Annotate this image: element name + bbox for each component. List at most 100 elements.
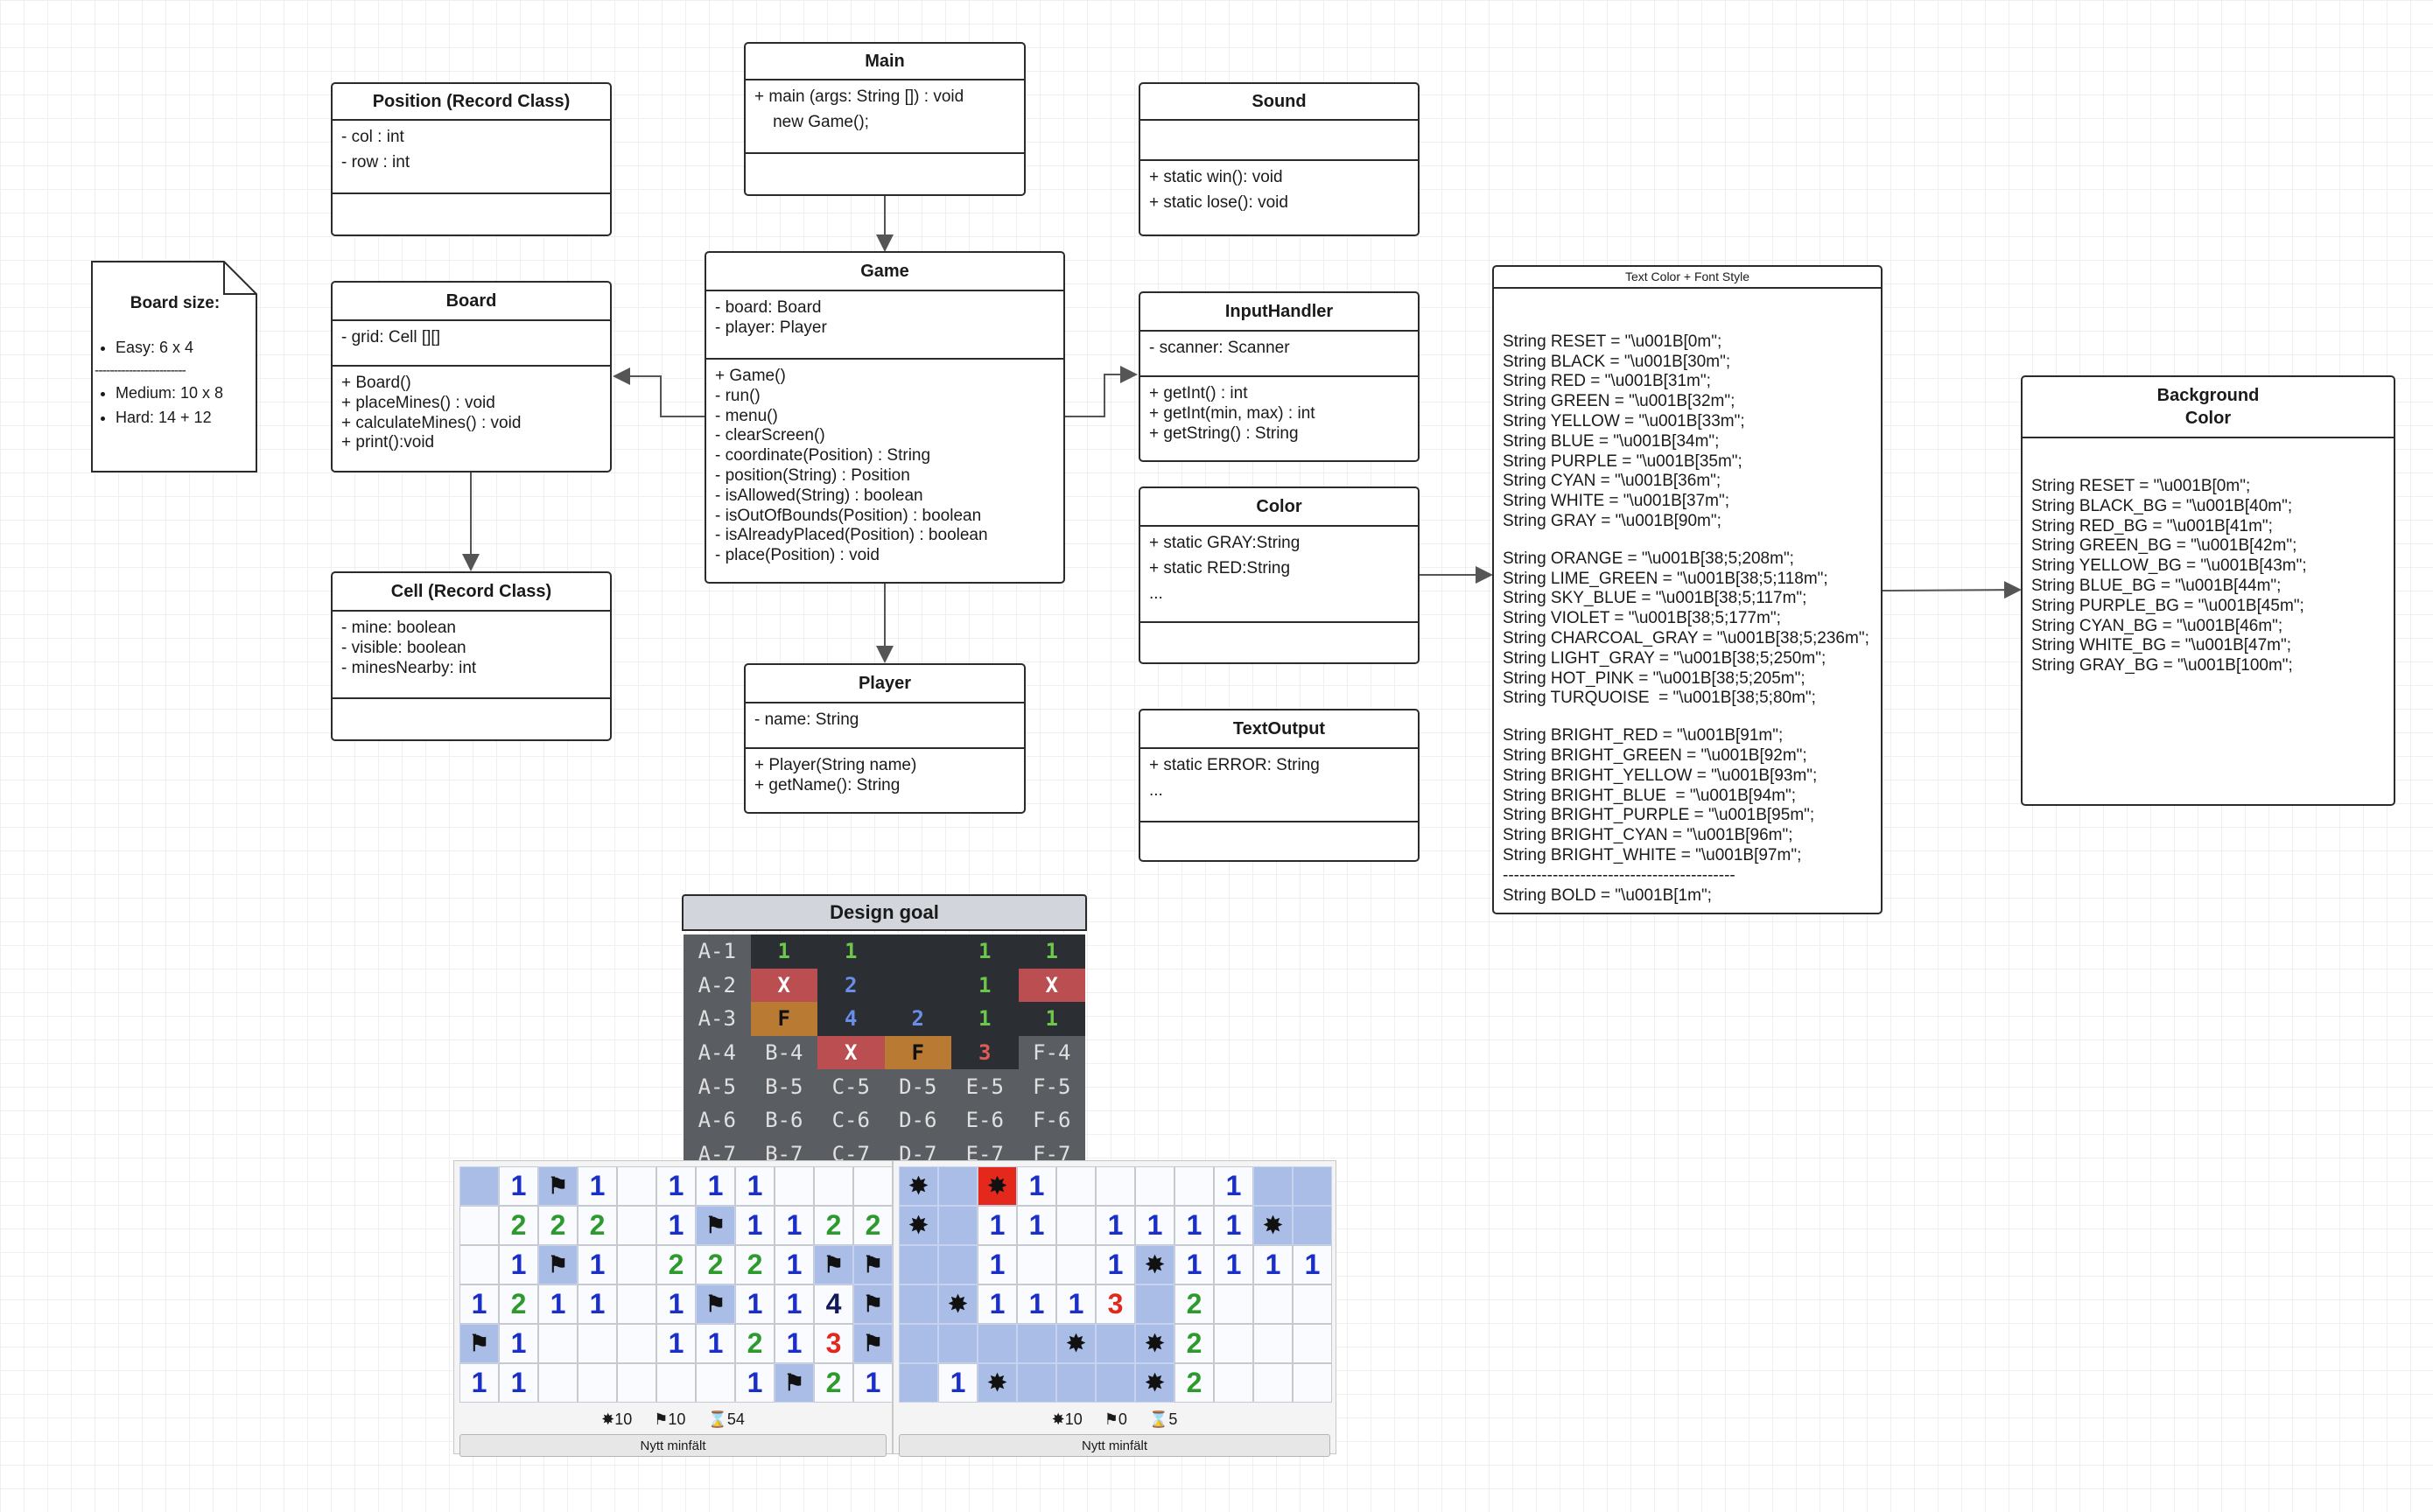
empty-cell[interactable]: [1135, 1166, 1174, 1206]
exploded-mine-icon[interactable]: ✸: [978, 1166, 1017, 1206]
number-cell[interactable]: 1: [459, 1363, 499, 1403]
empty-cell[interactable]: [459, 1245, 499, 1284]
number-cell[interactable]: 2: [578, 1206, 617, 1245]
number-cell[interactable]: 1: [1214, 1206, 1253, 1245]
mine-icon[interactable]: ✸: [938, 1284, 978, 1324]
empty-cell[interactable]: [1253, 1363, 1293, 1403]
mine-icon[interactable]: ✸: [1135, 1245, 1174, 1284]
number-cell[interactable]: 1: [656, 1166, 696, 1206]
number-cell[interactable]: 1: [578, 1284, 617, 1324]
empty-cell[interactable]: [1293, 1363, 1332, 1403]
number-cell[interactable]: 1: [656, 1206, 696, 1245]
unopened-cell[interactable]: [1135, 1284, 1174, 1324]
number-cell[interactable]: 1: [853, 1363, 893, 1403]
mine-icon[interactable]: ✸: [899, 1206, 938, 1245]
empty-cell[interactable]: [617, 1363, 656, 1403]
unopened-cell[interactable]: [938, 1324, 978, 1363]
number-cell[interactable]: 1: [1214, 1245, 1253, 1284]
number-cell[interactable]: 1: [499, 1166, 538, 1206]
mine-icon[interactable]: ✸: [1253, 1206, 1293, 1245]
number-cell[interactable]: 1: [735, 1206, 775, 1245]
empty-cell[interactable]: [617, 1245, 656, 1284]
number-cell[interactable]: 1: [696, 1166, 735, 1206]
empty-cell[interactable]: [578, 1324, 617, 1363]
empty-cell[interactable]: [1293, 1324, 1332, 1363]
number-cell[interactable]: 3: [814, 1324, 853, 1363]
unopened-cell[interactable]: [899, 1324, 938, 1363]
number-cell[interactable]: 2: [1174, 1363, 1214, 1403]
number-cell[interactable]: 1: [1096, 1206, 1135, 1245]
unopened-cell[interactable]: [1017, 1363, 1056, 1403]
number-cell[interactable]: 1: [1214, 1166, 1253, 1206]
flag-icon[interactable]: ⚑: [853, 1324, 893, 1363]
number-cell[interactable]: 1: [459, 1284, 499, 1324]
empty-cell[interactable]: [1056, 1166, 1096, 1206]
mine-icon[interactable]: ✸: [1135, 1363, 1174, 1403]
number-cell[interactable]: 1: [775, 1284, 814, 1324]
empty-cell[interactable]: [1293, 1284, 1332, 1324]
empty-cell[interactable]: [814, 1166, 853, 1206]
number-cell[interactable]: 1: [775, 1324, 814, 1363]
number-cell[interactable]: 2: [538, 1206, 578, 1245]
number-cell[interactable]: 2: [1174, 1324, 1214, 1363]
empty-cell[interactable]: [617, 1166, 656, 1206]
flag-icon[interactable]: ⚑: [853, 1284, 893, 1324]
unopened-cell[interactable]: [938, 1166, 978, 1206]
unopened-cell[interactable]: [938, 1206, 978, 1245]
empty-cell[interactable]: [538, 1324, 578, 1363]
number-cell[interactable]: 1: [538, 1284, 578, 1324]
number-cell[interactable]: 1: [1017, 1284, 1056, 1324]
empty-cell[interactable]: [775, 1166, 814, 1206]
number-cell[interactable]: 1: [1293, 1245, 1332, 1284]
number-cell[interactable]: 1: [735, 1166, 775, 1206]
unopened-cell[interactable]: [899, 1245, 938, 1284]
number-cell[interactable]: 1: [696, 1324, 735, 1363]
empty-cell[interactable]: [1253, 1284, 1293, 1324]
mine-icon[interactable]: ✸: [1135, 1324, 1174, 1363]
empty-cell[interactable]: [617, 1284, 656, 1324]
empty-cell[interactable]: [1096, 1166, 1135, 1206]
flag-icon[interactable]: ⚑: [538, 1166, 578, 1206]
empty-cell[interactable]: [578, 1363, 617, 1403]
mine-icon[interactable]: ✸: [978, 1363, 1017, 1403]
number-cell[interactable]: 2: [499, 1284, 538, 1324]
number-cell[interactable]: 1: [499, 1363, 538, 1403]
empty-cell[interactable]: [853, 1166, 893, 1206]
mine-icon[interactable]: ✸: [899, 1166, 938, 1206]
number-cell[interactable]: 1: [578, 1166, 617, 1206]
number-cell[interactable]: 1: [735, 1363, 775, 1403]
number-cell[interactable]: 4: [814, 1284, 853, 1324]
empty-cell[interactable]: [1017, 1245, 1056, 1284]
flag-icon[interactable]: ⚑: [459, 1324, 499, 1363]
number-cell[interactable]: 1: [1017, 1166, 1056, 1206]
flag-icon[interactable]: ⚑: [814, 1245, 853, 1284]
number-cell[interactable]: 1: [1253, 1245, 1293, 1284]
mine-icon[interactable]: ✸: [1056, 1324, 1096, 1363]
empty-cell[interactable]: [459, 1206, 499, 1245]
number-cell[interactable]: 1: [1135, 1206, 1174, 1245]
number-cell[interactable]: 1: [499, 1245, 538, 1284]
number-cell[interactable]: 2: [814, 1206, 853, 1245]
empty-cell[interactable]: [656, 1363, 696, 1403]
number-cell[interactable]: 1: [938, 1363, 978, 1403]
number-cell[interactable]: 1: [775, 1245, 814, 1284]
unopened-cell[interactable]: [938, 1245, 978, 1284]
number-cell[interactable]: 1: [978, 1284, 1017, 1324]
number-cell[interactable]: 1: [1174, 1206, 1214, 1245]
unopened-cell[interactable]: [1293, 1166, 1332, 1206]
flag-icon[interactable]: ⚑: [775, 1363, 814, 1403]
number-cell[interactable]: 1: [1017, 1206, 1056, 1245]
number-cell[interactable]: 2: [1174, 1284, 1214, 1324]
empty-cell[interactable]: [538, 1363, 578, 1403]
unopened-cell[interactable]: [459, 1166, 499, 1206]
number-cell[interactable]: 2: [814, 1363, 853, 1403]
number-cell[interactable]: 2: [499, 1206, 538, 1245]
flag-icon[interactable]: ⚑: [853, 1245, 893, 1284]
flag-icon[interactable]: ⚑: [696, 1284, 735, 1324]
empty-cell[interactable]: [617, 1206, 656, 1245]
number-cell[interactable]: 1: [656, 1284, 696, 1324]
empty-cell[interactable]: [1056, 1245, 1096, 1284]
unopened-cell[interactable]: [1056, 1363, 1096, 1403]
number-cell[interactable]: 2: [735, 1245, 775, 1284]
unopened-cell[interactable]: [1096, 1324, 1135, 1363]
